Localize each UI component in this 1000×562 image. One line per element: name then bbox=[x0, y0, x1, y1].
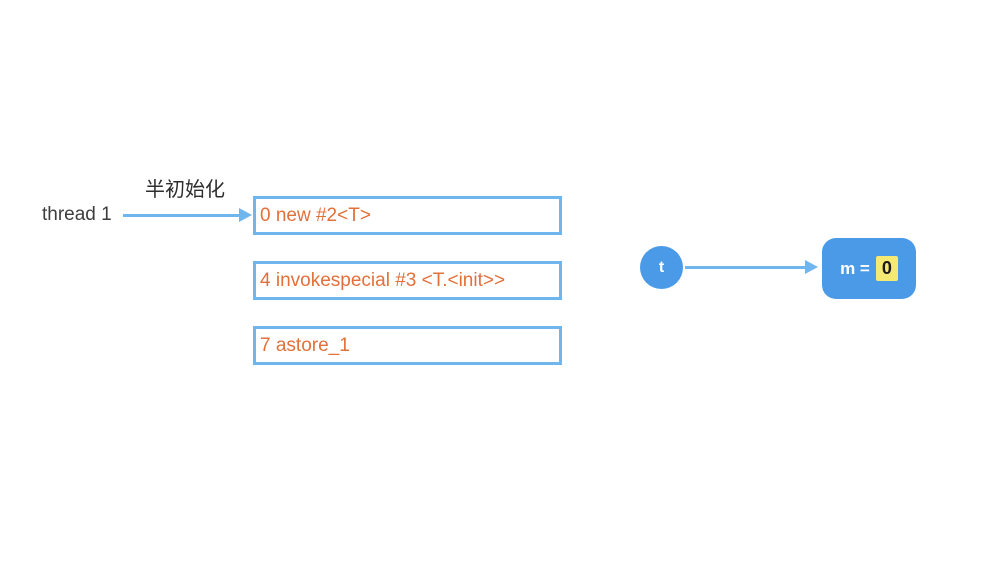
thread-node-arrow bbox=[685, 260, 818, 274]
memory-variable-label: m = bbox=[840, 258, 870, 278]
instruction-box-new: 0 new #2<T> bbox=[253, 196, 562, 235]
arrow-line bbox=[685, 265, 805, 269]
thread-label: thread 1 bbox=[42, 204, 112, 225]
arrow-annotation-semi-initialized: 半初始化 bbox=[145, 179, 225, 201]
thread-node-circle: t bbox=[640, 246, 683, 289]
memory-value-highlight: 0 bbox=[875, 255, 898, 282]
arrow-head-icon bbox=[239, 208, 252, 222]
thread-arrow bbox=[123, 208, 252, 222]
instruction-box-invokespecial: 4 invokespecial #3 <T.<init>> bbox=[253, 261, 562, 300]
memory-cell-box: m = 0 bbox=[822, 238, 916, 299]
instruction-box-astore: 7 astore_1 bbox=[253, 326, 562, 365]
arrow-head-icon bbox=[805, 260, 818, 274]
arrow-line bbox=[123, 213, 239, 217]
